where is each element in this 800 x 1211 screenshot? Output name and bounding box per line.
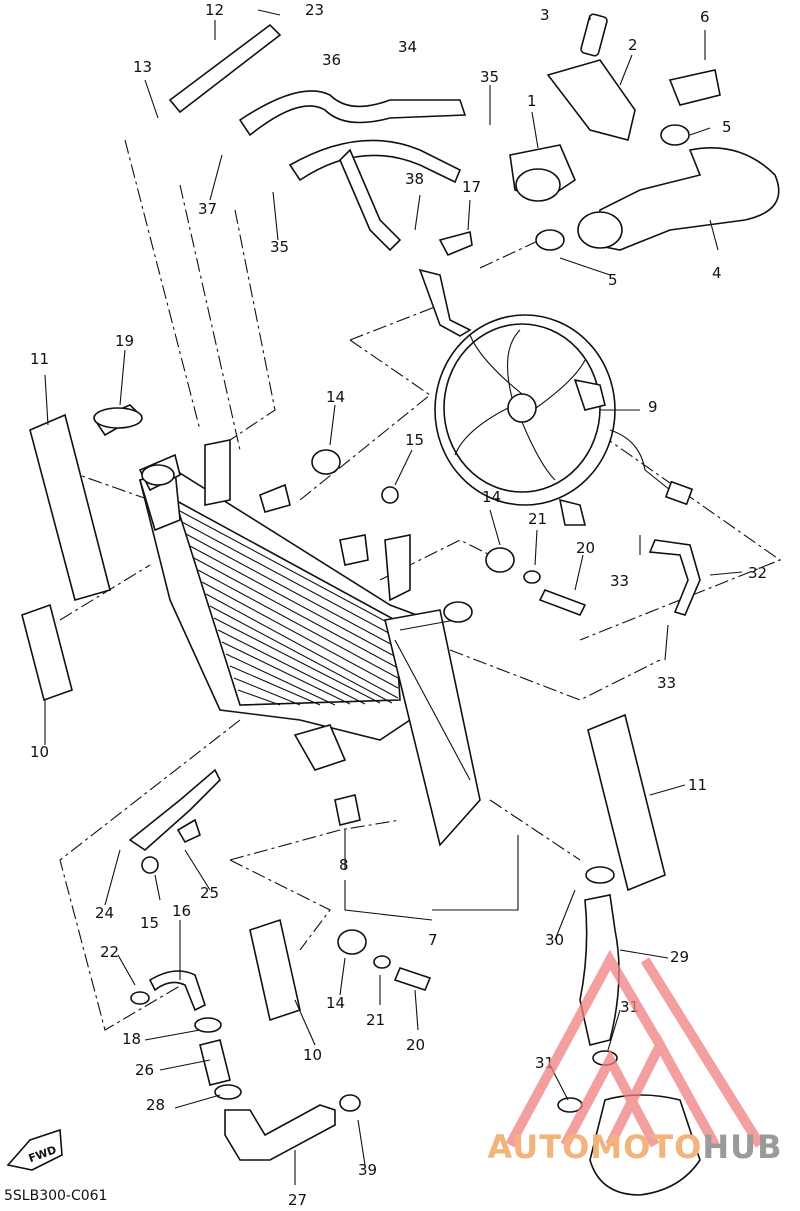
wordmark-part-2: HUB [702, 1128, 783, 1166]
callout-16: 16 [172, 902, 191, 920]
callout-20-bottom: 20 [406, 1036, 425, 1054]
thermostat-group [509, 13, 780, 251]
callout-11-right: 11 [688, 776, 707, 794]
callout-15-right: 15 [405, 431, 424, 449]
callout-14-mid: 14 [482, 488, 501, 506]
callout-20-right: 20 [576, 539, 595, 557]
callout-35-top: 35 [480, 68, 499, 86]
callout-10-bottom: 10 [303, 1046, 322, 1064]
callout-6: 6 [700, 8, 710, 26]
radiator-assembly [138, 439, 481, 847]
callout-5-top: 5 [722, 118, 732, 136]
callout-23: 23 [305, 1, 324, 19]
callout-33-top: 33 [610, 572, 629, 590]
callout-21-right: 21 [528, 510, 547, 528]
part-callouts: 12 23 13 36 34 35 3 2 6 1 5 38 17 37 35 … [30, 1, 767, 1209]
callout-15-left: 15 [140, 914, 159, 932]
callout-14-top: 14 [326, 388, 345, 406]
diagram-code: 5SLB300-C061 [4, 1188, 108, 1204]
callout-25: 25 [200, 884, 219, 902]
callout-26: 26 [135, 1061, 154, 1079]
callout-34: 34 [398, 38, 417, 56]
automotohub-wordmark: AUTOMOTOHUB [470, 1128, 800, 1166]
callout-3: 3 [540, 6, 550, 24]
callout-29: 29 [670, 948, 689, 966]
callout-32: 32 [748, 564, 767, 582]
callout-28: 28 [146, 1096, 165, 1114]
fwd-direction-badge: FWD [6, 1128, 63, 1171]
callout-19: 19 [115, 332, 134, 350]
callout-9: 9 [648, 398, 658, 416]
callout-36: 36 [322, 51, 341, 69]
callout-8: 8 [339, 856, 349, 874]
callout-22: 22 [100, 943, 119, 961]
callout-1: 1 [527, 92, 537, 110]
callout-4: 4 [712, 264, 722, 282]
callout-12: 12 [205, 1, 224, 19]
leader-lines [44, 9, 743, 1185]
callout-27: 27 [288, 1191, 307, 1209]
callout-17: 17 [462, 178, 481, 196]
automotohub-logo-watermark [505, 950, 765, 1148]
callout-38: 38 [405, 170, 424, 188]
callout-7: 7 [428, 931, 438, 949]
callout-5-mid: 5 [608, 271, 618, 289]
callout-33-bottom: 33 [657, 674, 676, 692]
callout-13: 13 [133, 58, 152, 76]
small-parts [21, 230, 666, 1022]
callout-39: 39 [358, 1161, 377, 1179]
callout-37: 37 [198, 200, 217, 218]
callout-14-bottom: 14 [326, 994, 345, 1012]
callout-24: 24 [95, 904, 114, 922]
callout-2: 2 [628, 36, 638, 54]
callout-10-left: 10 [30, 743, 49, 761]
callout-21-bottom: 21 [366, 1011, 385, 1029]
wordmark-part-1: AUTOMOTO [487, 1128, 703, 1166]
callout-30: 30 [545, 931, 564, 949]
callout-18: 18 [122, 1030, 141, 1048]
top-hoses [168, 23, 467, 252]
callout-11-left: 11 [30, 350, 49, 368]
callout-35-left: 35 [270, 238, 289, 256]
cooling-fan [418, 268, 694, 526]
